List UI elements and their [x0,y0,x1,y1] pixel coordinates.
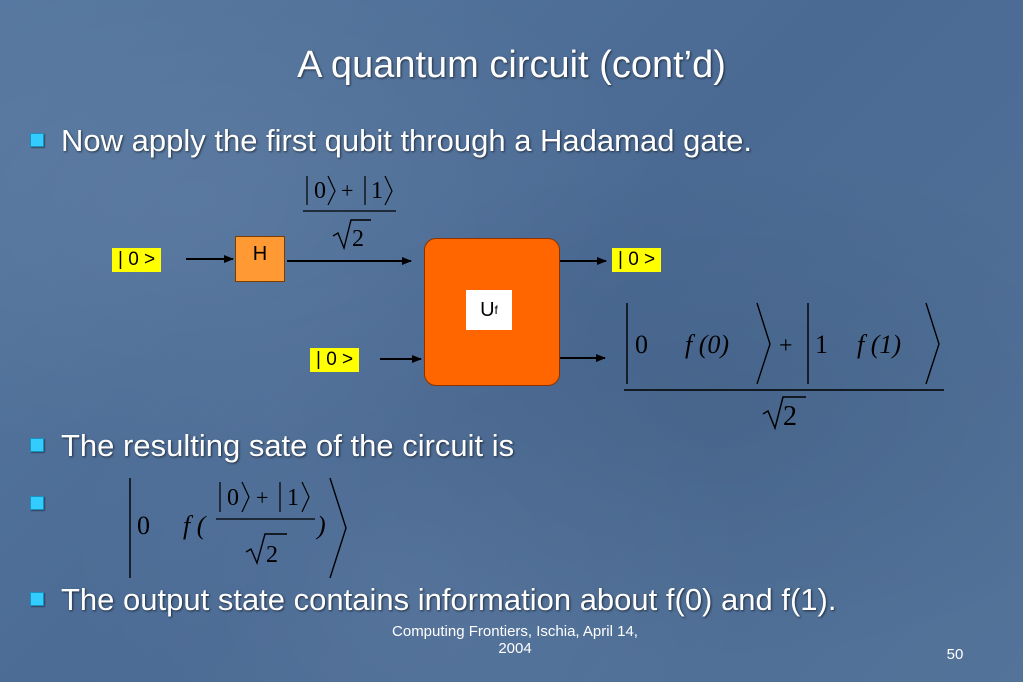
svg-text:1: 1 [287,485,299,511]
bullet-square-icon [30,132,44,147]
bullet-item-empty [30,486,61,522]
resulting-state-formula: 0 f ( 0 + 1 2 ) [129,477,347,579]
svg-text:0: 0 [227,485,239,511]
ket-zero: 0 [314,178,326,204]
svg-text:0: 0 [137,511,150,540]
svg-text:+: + [341,178,353,203]
input-ket-top: | 0 > [112,248,162,272]
ket-one: 1 [371,178,383,204]
svg-text:0: 0 [635,330,648,359]
svg-text:2: 2 [352,226,364,252]
bullet-text: Now apply the first qubit through a Hada… [61,123,753,158]
bullet-item-result: The resulting sate of the circuit is [30,428,514,464]
bullet-text: The output state contains information ab… [61,582,837,617]
output-ket-top: | 0 > [612,248,662,272]
bullet-item-output: The output state contains information ab… [30,582,836,618]
hadamard-state-formula: 0 + 1 2 [303,175,396,252]
hadamard-gate-label: H [252,243,268,265]
svg-text:2: 2 [783,401,797,432]
svg-text:): ) [315,511,326,540]
slide-title: A quantum circuit (cont’d) [297,44,726,86]
bullet-square-icon [30,591,44,606]
svg-text:f (1): f (1) [857,330,901,359]
svg-text:1: 1 [815,330,828,359]
bullet-square-icon [30,495,44,510]
bullet-square-icon [30,437,44,452]
page-number: 50 [946,646,964,663]
bullet-item-hadamard: Now apply the first qubit through a Hada… [30,123,752,159]
svg-text:f (: f ( [183,511,207,540]
svg-text:+: + [256,485,268,510]
svg-text:+: + [779,333,793,359]
input-ket-bottom: | 0 > [310,348,360,372]
svg-text:f (0): f (0) [685,330,729,359]
output-state-formula: 0 f (0) + 1 f (1) 2 [624,302,944,432]
footer-text: Computing Frontiers, Ischia, April 14, 2… [392,623,638,657]
bullet-text: The resulting sate of the circuit is [61,428,515,463]
hadamard-gate: H [235,236,285,282]
svg-text:2: 2 [266,542,278,568]
